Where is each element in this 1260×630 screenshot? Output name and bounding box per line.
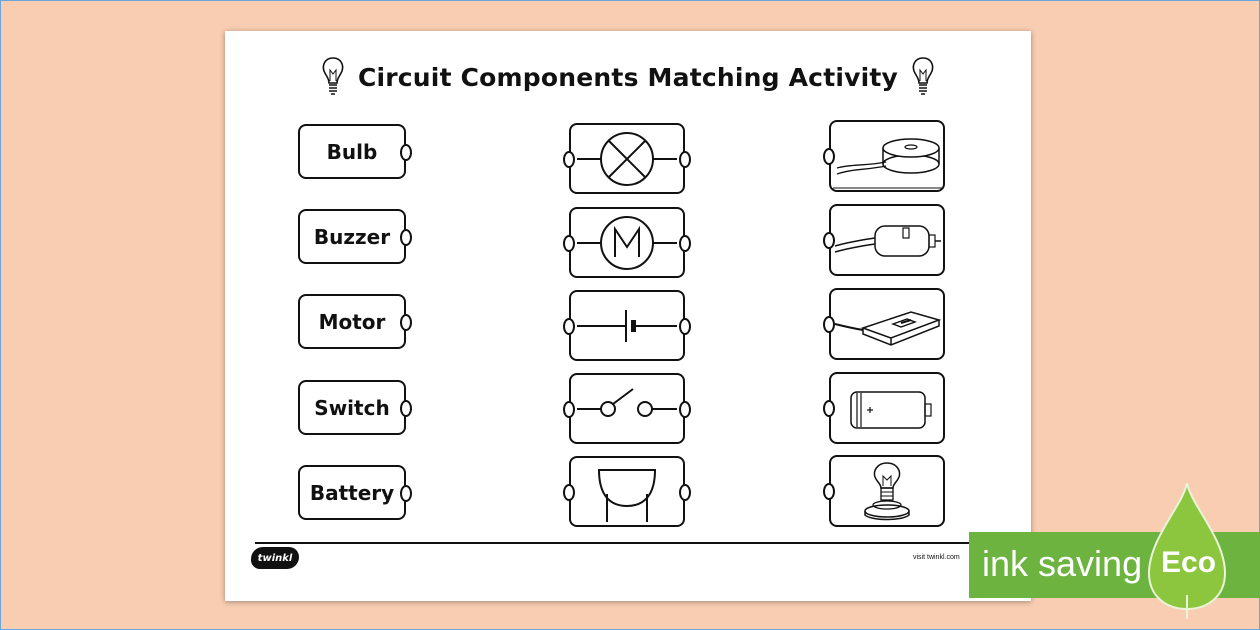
connector-knob bbox=[679, 150, 691, 168]
motor-picture-icon bbox=[834, 225, 941, 257]
connector-knob bbox=[563, 483, 575, 501]
symbol-card-switch[interactable] bbox=[563, 373, 691, 444]
picture-card-bulb[interactable] bbox=[823, 455, 945, 527]
lightbulb-icon bbox=[912, 57, 934, 95]
connector-knob bbox=[400, 484, 412, 502]
switch-symbol-icon bbox=[577, 388, 677, 417]
connector-knob bbox=[679, 400, 691, 418]
connector-knob bbox=[563, 150, 575, 168]
connector-knob bbox=[400, 399, 412, 417]
buzzer-picture-icon bbox=[833, 138, 943, 189]
page-title: Circuit Components Matching Activity bbox=[357, 62, 899, 92]
symbol-card-motor[interactable] bbox=[563, 207, 691, 278]
word-card-bulb[interactable]: Bulb bbox=[298, 124, 412, 179]
ink-saving-label: ink saving bbox=[982, 543, 1143, 584]
visit-link: visit twinkl.com bbox=[913, 554, 960, 561]
battery-picture-icon bbox=[850, 391, 932, 429]
connector-knob bbox=[679, 317, 691, 335]
connector-knob bbox=[823, 400, 835, 417]
picture-card-buzzer[interactable] bbox=[823, 120, 945, 192]
word-card-battery[interactable]: Battery bbox=[298, 465, 412, 520]
bulb-picture-icon bbox=[864, 462, 910, 521]
lightbulb-icon bbox=[322, 57, 344, 95]
cell-symbol-icon bbox=[577, 310, 677, 342]
eco-badge-label: Eco bbox=[1161, 546, 1217, 579]
word-label: Buzzer bbox=[313, 224, 391, 249]
connector-knob bbox=[400, 313, 412, 331]
lamp-symbol-icon bbox=[577, 132, 677, 186]
connector-knob bbox=[563, 400, 575, 418]
connector-knob bbox=[679, 234, 691, 252]
word-card-buzzer[interactable]: Buzzer bbox=[298, 209, 412, 264]
word-label: Battery bbox=[309, 480, 395, 505]
footer-divider bbox=[255, 542, 970, 544]
motor-symbol-icon bbox=[577, 216, 677, 270]
eco-drop-icon bbox=[1147, 483, 1227, 619]
connector-knob bbox=[823, 148, 835, 165]
symbol-card-buzzer[interactable] bbox=[563, 456, 691, 527]
connector-knob bbox=[400, 143, 412, 161]
symbol-card-lamp[interactable] bbox=[563, 123, 691, 194]
connector-knob bbox=[563, 317, 575, 335]
connector-knob bbox=[823, 316, 835, 333]
title-row: Circuit Components Matching Activity bbox=[225, 53, 1031, 101]
buzzer-symbol-icon bbox=[597, 469, 657, 522]
word-label: Bulb bbox=[326, 139, 378, 164]
picture-card-battery[interactable] bbox=[823, 372, 945, 444]
connector-knob bbox=[823, 483, 835, 500]
word-card-motor[interactable]: Motor bbox=[298, 294, 412, 349]
picture-card-motor[interactable] bbox=[823, 204, 945, 276]
symbol-card-cell[interactable] bbox=[563, 290, 691, 361]
switch-picture-icon bbox=[834, 311, 942, 346]
connector-knob bbox=[400, 228, 412, 246]
connector-knob bbox=[563, 234, 575, 252]
word-label: Motor bbox=[318, 309, 386, 334]
connector-knob bbox=[823, 232, 835, 249]
twinkl-logo: twinkl bbox=[251, 547, 299, 569]
connector-knob bbox=[679, 483, 691, 501]
word-label: Switch bbox=[314, 395, 390, 420]
picture-card-switch[interactable] bbox=[823, 288, 945, 360]
word-card-switch[interactable]: Switch bbox=[298, 380, 412, 435]
